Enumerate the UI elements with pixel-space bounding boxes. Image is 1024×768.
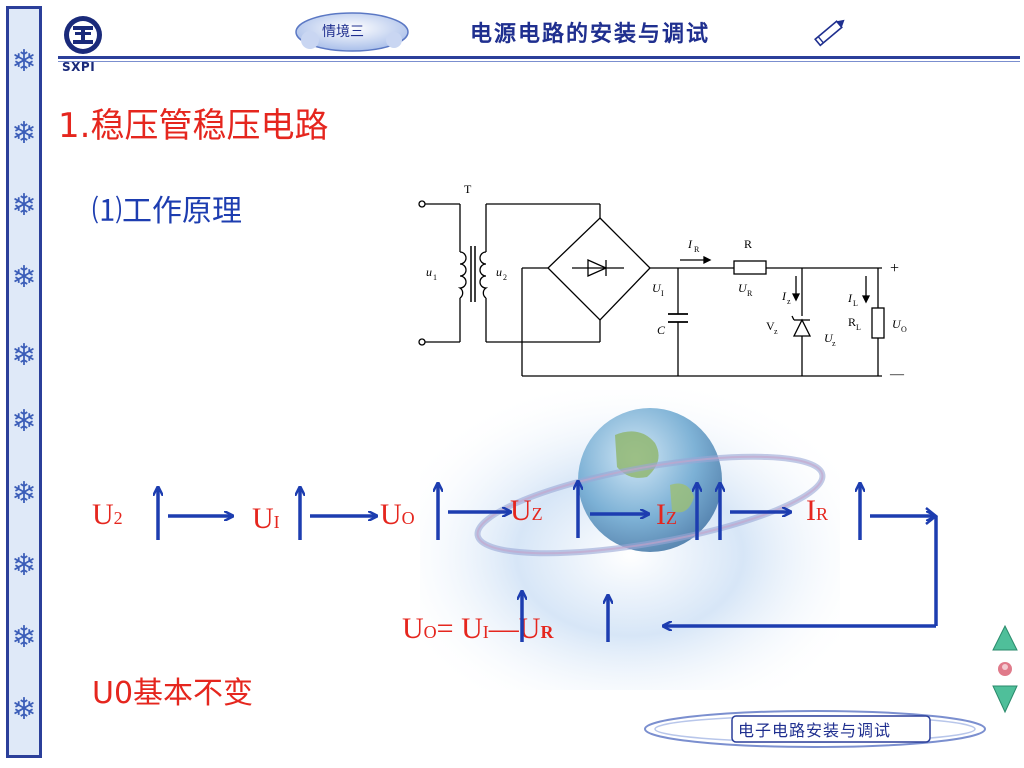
flow-iz: IZ — [656, 498, 677, 531]
regulator-circuit-diagram: T u 1 u 2 I R R U I U R I z I L C V z R … — [418, 182, 907, 380]
page-title: 电源电路的安装与调试 — [470, 22, 711, 47]
flow-ir: IR — [806, 494, 829, 527]
label-minus: — — [889, 367, 905, 380]
conclusion-text: U0基本不变 — [92, 676, 254, 711]
label-UR: U — [738, 281, 748, 295]
label-IL: I — [847, 291, 853, 305]
label-Uz: U — [824, 331, 834, 345]
label-T: T — [464, 182, 472, 196]
label-u2-sub: 2 — [503, 273, 507, 282]
sxpi-logo-icon — [64, 16, 102, 54]
flow-uo: UO — [380, 498, 415, 531]
label-u1: u — [426, 265, 432, 279]
header-divider — [58, 56, 1020, 59]
label-Uo-sub: O — [901, 325, 907, 334]
snowflake-icon: ❄ — [11, 116, 37, 151]
snowflake-icon: ❄ — [11, 476, 37, 511]
globe-background-image — [420, 390, 840, 690]
snowflake-icon: ❄ — [11, 404, 37, 439]
snowflake-icon: ❄ — [11, 620, 37, 655]
label-UI: U — [652, 281, 662, 295]
label-Uo: U — [892, 317, 902, 331]
label-Uz-sub: z — [832, 339, 836, 348]
snowflake-icon: ❄ — [11, 548, 37, 583]
label-UI-sub: I — [661, 289, 664, 298]
label-IR: I — [687, 237, 693, 251]
flow-equation: UO= UI—UR — [402, 612, 554, 645]
flow-ui: UI — [252, 502, 280, 535]
scene-badge — [295, 12, 409, 52]
section-heading: 1.稳压管稳压电路 — [58, 106, 329, 146]
footer-label: 电子电路安装与调试 — [738, 721, 892, 740]
label-UR-sub: R — [747, 289, 753, 298]
slide-nav — [992, 624, 1018, 714]
label-Iz: I — [781, 289, 787, 303]
header-divider — [58, 61, 1020, 62]
flow-arrows — [140, 470, 939, 642]
label-u2: u — [496, 265, 502, 279]
snowflake-icon: ❄ — [11, 188, 37, 223]
label-C: C — [657, 323, 666, 337]
label-R: R — [744, 237, 752, 251]
flow-u2: U2 — [92, 498, 123, 531]
label-plus: + — [890, 260, 899, 277]
nav-down-icon[interactable] — [992, 685, 1018, 714]
label-IL-sub: L — [853, 299, 858, 308]
footer-badge — [644, 710, 986, 748]
flow-uz: UZ — [510, 494, 543, 527]
label-IR-sub: R — [694, 245, 700, 254]
snowflake-icon: ❄ — [11, 44, 37, 79]
snowflake-icon: ❄ — [11, 692, 37, 727]
snowflake-sidebar: ❄ ❄ ❄ ❄ ❄ ❄ ❄ ❄ ❄ ❄ — [6, 6, 42, 758]
nav-up-icon[interactable] — [992, 624, 1018, 651]
label-RL: R — [848, 315, 856, 329]
snowflake-icon: ❄ — [11, 260, 37, 295]
subsection-heading: ⑴工作原理 — [92, 194, 242, 229]
scene-label: 情境三 — [322, 24, 364, 40]
label-Iz-sub: z — [787, 297, 791, 306]
label-u1-sub: 1 — [433, 273, 437, 282]
nav-home-icon[interactable] — [998, 662, 1012, 676]
label-Vz-sub: z — [774, 327, 778, 336]
label-RL-sub: L — [856, 323, 861, 332]
pencil-icon — [814, 19, 845, 47]
logo-text: SXPI — [62, 60, 96, 74]
snowflake-icon: ❄ — [11, 338, 37, 373]
label-Vz: V — [766, 319, 775, 333]
